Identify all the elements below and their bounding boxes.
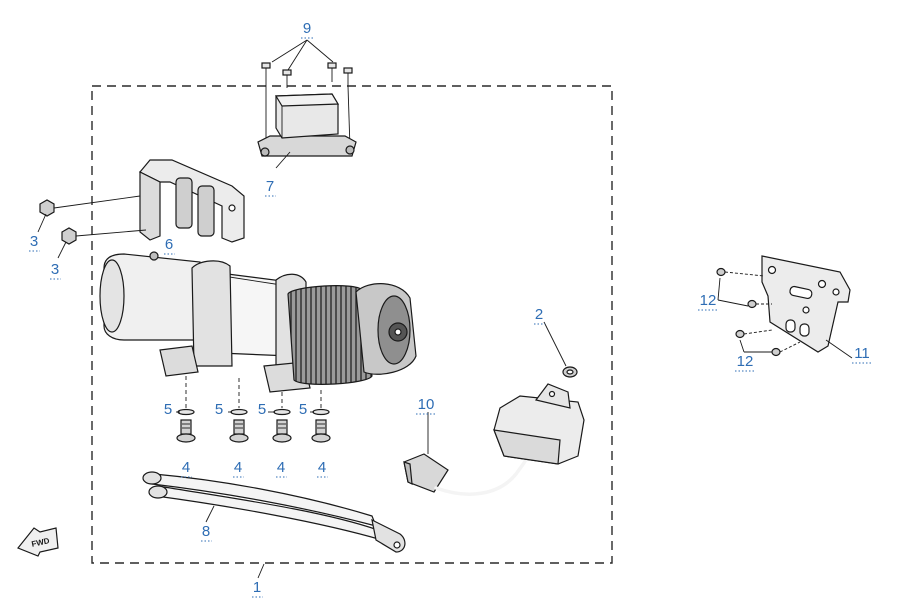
part-8-power-cable (142, 471, 406, 553)
fwd-mark-label: FWD (31, 536, 51, 549)
callout-12a[interactable]: 12 (700, 292, 717, 309)
part-10-plug-and-control (403, 383, 585, 496)
winch-body (99, 251, 417, 393)
callout-5a[interactable]: 5 (164, 401, 172, 418)
part-6-roller-fairlead (139, 159, 245, 243)
part-12-bolts (716, 267, 801, 357)
callout-4d[interactable]: 4 (318, 459, 326, 476)
callouts: 9 7 6 3 3 2 10 5 5 5 5 4 4 4 4 8 1 12 12… (29, 20, 872, 598)
callout-3b[interactable]: 3 (51, 261, 59, 278)
forward-direction-mark: FWD (17, 527, 59, 557)
callout-8[interactable]: 8 (202, 523, 210, 540)
part-9-bolts (261, 62, 353, 149)
callout-4c[interactable]: 4 (277, 459, 285, 476)
callout-4a[interactable]: 4 (182, 459, 190, 476)
part-5-washers (176, 376, 330, 416)
callout-5c[interactable]: 5 (258, 401, 266, 418)
part-7-contactor (257, 93, 357, 169)
assembly-boundary (91, 85, 613, 564)
callout-5d[interactable]: 5 (299, 401, 307, 418)
callout-2[interactable]: 2 (535, 306, 543, 323)
part-3-bolts (37, 195, 147, 259)
callout-5b[interactable]: 5 (215, 401, 223, 418)
callout-10[interactable]: 10 (418, 396, 435, 413)
callout-6[interactable]: 6 (165, 236, 173, 253)
part-2-grommet (543, 321, 578, 378)
part-11-mounting-plate (761, 255, 853, 359)
callout-4b[interactable]: 4 (234, 459, 242, 476)
callout-9[interactable]: 9 (303, 20, 311, 37)
callout-11[interactable]: 11 (854, 345, 870, 362)
callout-12b[interactable]: 12 (737, 353, 754, 370)
part-4-bolts (176, 419, 331, 443)
callout-7[interactable]: 7 (266, 178, 274, 195)
callout-3a[interactable]: 3 (30, 233, 38, 250)
callout-1[interactable]: 1 (253, 579, 261, 596)
callout-9-leaders (271, 39, 334, 71)
